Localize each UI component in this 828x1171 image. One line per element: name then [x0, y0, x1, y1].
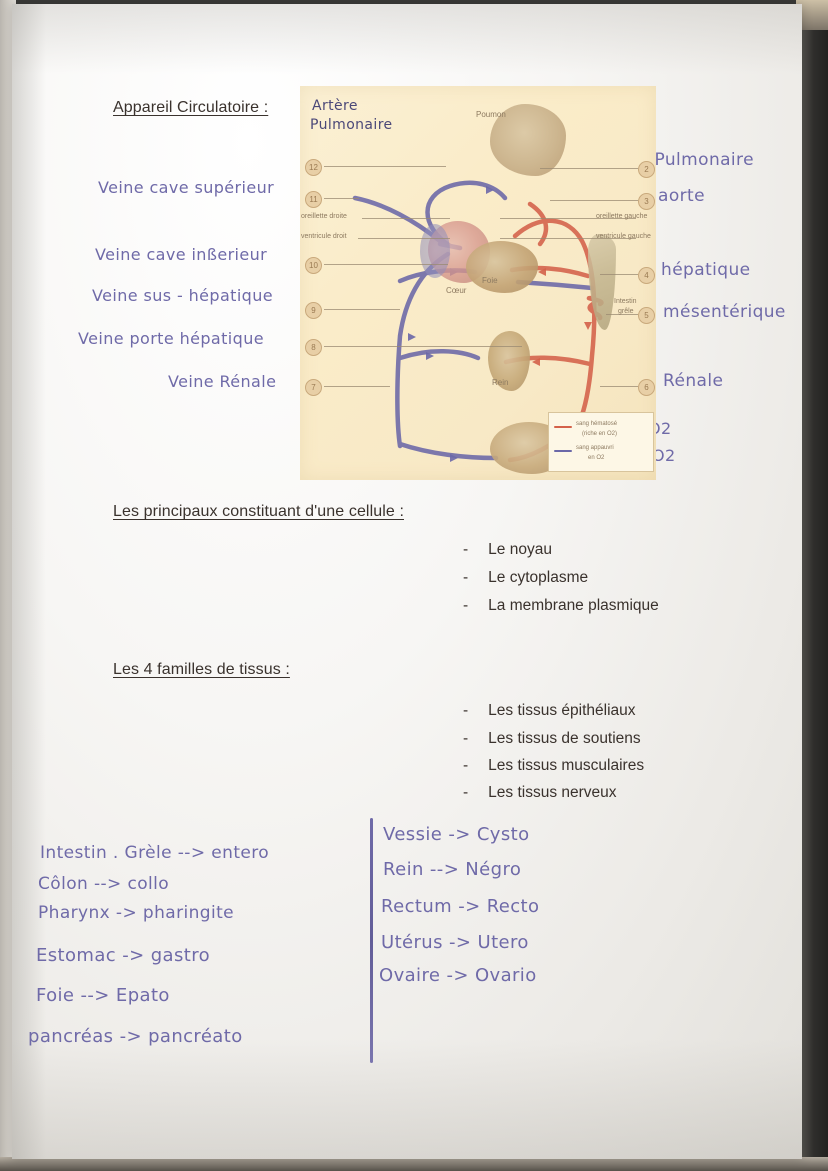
bullet-dash: - — [463, 784, 469, 801]
legend-swatch-deoxygenated — [554, 450, 572, 452]
figure-number-5: 5 — [638, 307, 655, 324]
annotation-o2-deoxygenated: O2 — [652, 446, 676, 465]
figure-label-liver: Foie — [482, 276, 498, 285]
figure-label-kidney: Rein — [492, 378, 509, 387]
leader-line-11 — [324, 198, 359, 199]
section-title-circulatory: Appareil Circulatoire : — [113, 99, 269, 116]
figure-number-4: 4 — [638, 267, 655, 284]
figure-label-heart: Cœur — [446, 286, 467, 295]
list-item-label: Les tissus musculaires — [488, 757, 645, 774]
organ-heart-right-side — [420, 224, 450, 278]
legend-text-oxygenated-line2: (riche en O2) — [582, 431, 618, 437]
annotation-veine-cave-inferieur: Veine cave inßerieur — [95, 245, 268, 264]
annotation-veine-renale: Veine Rénale — [168, 372, 277, 391]
bullet-dash: - — [463, 757, 469, 774]
figure-number-11: 11 — [305, 191, 322, 208]
figure-annotation-pulmonaire: Pulmonaire — [310, 117, 393, 133]
figure-number-7: 7 — [305, 379, 322, 396]
figure-label-small-intestine-line1: Intestin — [614, 298, 637, 305]
root-word-estomac: Estomac -> gastro — [36, 945, 211, 966]
leader-line-9 — [324, 309, 400, 310]
root-word-pancreas: pancréas -> pancréato — [28, 1026, 243, 1047]
leader-line-7 — [324, 386, 390, 387]
root-word-intestin-grele: Intestin . Grèle --> entero — [40, 843, 270, 863]
legend-text-deoxygenated-line1: sang appauvri — [576, 445, 614, 451]
list-item-noyau: - Le noyau — [463, 541, 552, 559]
figure-label-left-atrium: oreillette gauche — [596, 213, 648, 220]
root-word-colon: Côlon --> collo — [38, 874, 170, 894]
desk-edge-bottom — [0, 1157, 828, 1171]
figure-label-right-atrium: oreillette droite — [301, 213, 347, 220]
list-item-tissus-de-soutiens: - Les tissus de soutiens — [463, 730, 641, 748]
figure-number-3: 3 — [638, 193, 655, 210]
bullet-dash: - — [463, 541, 469, 558]
root-word-pharynx: Pharynx -> pharingite — [38, 903, 235, 923]
paper-shadow-bottom — [12, 1039, 802, 1159]
list-item-label: Les tissus nerveux — [488, 784, 617, 801]
leader-line-4 — [600, 274, 638, 275]
list-item-label: Le noyau — [488, 541, 552, 558]
figure-legend-box — [548, 412, 654, 472]
figure-number-8: 8 — [305, 339, 322, 356]
leader-line-3 — [550, 200, 638, 201]
heading-tissue-families: Les 4 familles de tissus : — [113, 661, 290, 678]
figure-number-10: 10 — [305, 257, 322, 274]
legend-text-oxygenated-line1: sang hématosé — [576, 421, 618, 427]
figure-annotation-artere: Artère — [312, 98, 358, 114]
root-word-foie: Foie --> Epato — [36, 985, 170, 1006]
circulatory-system-diagram: 12 11 oreillette droite ventricule droit… — [300, 86, 656, 480]
figure-number-12: 12 — [305, 159, 322, 176]
leader-line-left-atrium — [500, 218, 636, 219]
figure-label-left-ventricle: ventricule gauche — [596, 233, 651, 240]
list-item-tissus-epitheliaux: - Les tissus épithéliaux — [463, 702, 636, 720]
leader-line-right-atrium — [362, 218, 450, 219]
bullet-dash: - — [463, 702, 469, 719]
leader-line-12 — [324, 166, 446, 167]
root-word-vessie: Vessie -> Cysto — [383, 824, 530, 845]
figure-number-6: 6 — [638, 379, 655, 396]
root-word-rectum: Rectum -> Recto — [381, 896, 540, 917]
root-word-ovaire: Ovaire -> Ovario — [379, 965, 537, 986]
organ-kidney — [488, 331, 530, 391]
bullet-dash: - — [463, 597, 469, 614]
list-item-cytoplasme: - Le cytoplasme — [463, 569, 588, 587]
leader-line-2 — [540, 168, 638, 169]
list-item-tissus-musculaires: - Les tissus musculaires — [463, 757, 644, 775]
leader-line-right-ventricle — [358, 238, 450, 239]
list-item-label: Les tissus de soutiens — [488, 730, 641, 747]
annotation-veine-sus-hepatique: Veine sus - hépatique — [92, 286, 274, 305]
bullet-dash: - — [463, 730, 469, 747]
list-item-label: La membrane plasmique — [488, 597, 659, 614]
organ-lung — [490, 104, 566, 176]
bullet-dash: - — [463, 569, 469, 586]
annotation-veine-porte-hepatique: Veine porte hépatique — [78, 329, 264, 348]
leader-line-10 — [324, 264, 448, 265]
root-word-rein: Rein --> Négro — [383, 859, 522, 880]
leader-line-8 — [324, 346, 522, 347]
figure-label-right-ventricle: ventricule droit — [301, 233, 347, 240]
organ-liver — [466, 241, 538, 293]
list-item-membrane-plasmique: - La membrane plasmique — [463, 597, 659, 615]
heading-cell-constituents: Les principaux constituant d'une cellule… — [113, 503, 404, 520]
column-divider-stroke — [370, 818, 373, 1063]
list-item-label: Les tissus épithéliaux — [488, 702, 636, 719]
leader-line-5 — [606, 314, 638, 315]
list-item-label: Le cytoplasme — [488, 569, 589, 586]
list-item-tissus-nerveux: - Les tissus nerveux — [463, 784, 617, 802]
leader-line-6 — [600, 386, 638, 387]
legend-text-deoxygenated-line2: en O2 — [588, 455, 605, 461]
annotation-veine-cave-superieur: Veine cave supérieur — [98, 178, 275, 197]
legend-swatch-oxygenated — [554, 426, 572, 428]
figure-label-lung: Poumon — [476, 110, 506, 119]
paper-shadow-top — [12, 4, 802, 74]
figure-label-small-intestine-line2: grêle — [618, 308, 634, 315]
leader-line-left-ventricle — [500, 238, 636, 239]
figure-number-2: 2 — [638, 161, 655, 178]
figure-number-9: 9 — [305, 302, 322, 319]
root-word-uterus: Utérus -> Utero — [381, 932, 529, 953]
